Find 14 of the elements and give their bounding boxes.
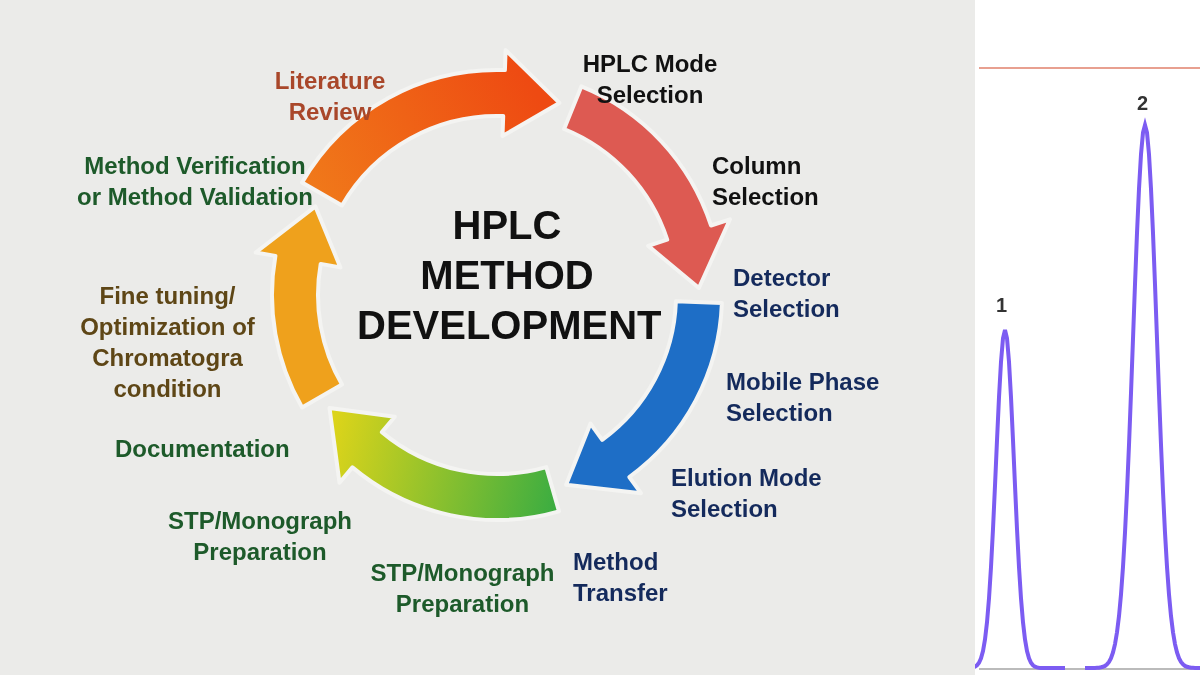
peak-label: 1 [996,294,1008,317]
step-label: Fine tuning/ Optimization of Chromatogra condition [79,281,256,404]
step-label: Documentation [115,434,291,464]
step-label: Method Transfer [573,547,669,608]
step-label: Elution Mode Selection [671,463,823,524]
step-label: HPLC Mode Selection [581,49,719,110]
step-label: Literature Review [273,66,387,127]
step-label: Method Verification or Method Validation [76,151,314,212]
step-label: STP/Monograph Preparation [167,506,353,567]
step-label: Mobile Phase Selection [726,367,881,428]
step-label: STP/Monograph Preparation [369,558,556,619]
step-label: Detector Selection [733,263,841,324]
step-label: Column Selection [712,151,820,212]
peak-label: 2 [1137,92,1149,115]
